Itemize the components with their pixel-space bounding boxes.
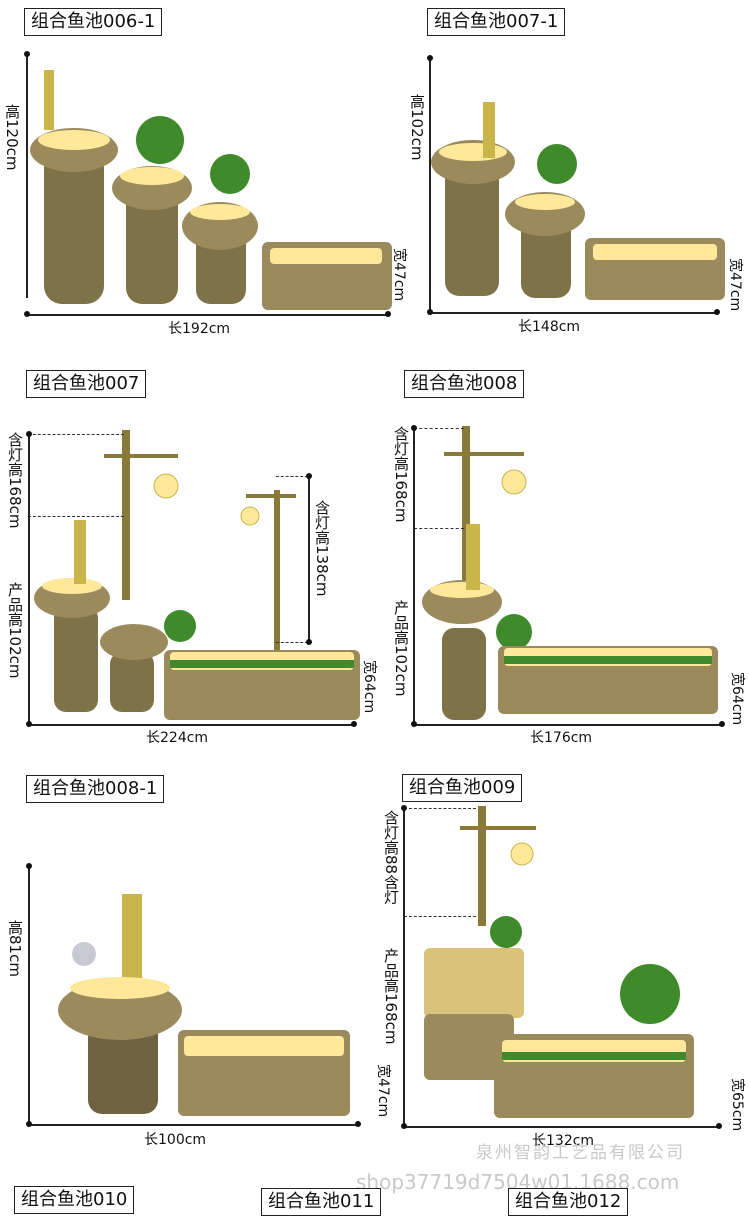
length-line-007-1 [429, 312, 717, 314]
length-line-009 [403, 1126, 719, 1128]
height-line-008 [413, 428, 415, 724]
panel-title-007: 组合鱼池007 [26, 370, 147, 398]
height-line-007-lamp2 [308, 476, 310, 642]
dim-dot [26, 721, 32, 727]
height-line-009 [403, 808, 405, 1126]
product-height-label-008: 产品高102cm [392, 600, 410, 697]
dash-line [28, 434, 124, 435]
dash-line [276, 642, 308, 643]
product-image-008 [422, 426, 718, 720]
lamp-height-label-007-2: 含灯高138cm [313, 500, 331, 597]
height-line-007 [28, 434, 30, 726]
lamp-height-label-007: 含灯高168cm [6, 432, 24, 529]
dash-line [404, 916, 476, 917]
length-label-006-1: 长192cm [168, 321, 231, 337]
dim-dot [716, 1123, 722, 1129]
height-label-008-1: 高81cm [6, 920, 24, 977]
dim-dot [26, 431, 32, 437]
length-label-009: 长132cm [532, 1133, 595, 1149]
dim-dot [24, 51, 30, 57]
height-label-007-1: 高102cm [408, 94, 426, 161]
height-line-006-1 [26, 54, 28, 298]
panel-title-008-1: 组合鱼池008-1 [26, 775, 165, 803]
dim-dot [306, 639, 312, 645]
dash-line [276, 476, 308, 477]
height-label-006-1: 高120cm [3, 104, 21, 171]
dim-dot [306, 473, 312, 479]
length-line-008 [413, 724, 723, 726]
width-label-007: 宽64cm [361, 660, 377, 714]
panel-title-008: 组合鱼池008 [404, 370, 525, 398]
lamp-height-label-009: 含灯高88含灯 [382, 810, 400, 905]
length-label-008-1: 长100cm [144, 1132, 207, 1148]
dim-dot [24, 311, 30, 317]
dim-dot [411, 425, 417, 431]
dash-line [414, 528, 464, 529]
width-label-008: 宽64cm [729, 672, 745, 726]
panel-title-010: 组合鱼池010 [14, 1186, 135, 1214]
dim-dot [351, 721, 357, 727]
panel-title-011: 组合鱼池011 [261, 1188, 382, 1216]
dim-dot [26, 863, 32, 869]
product-image-008-1 [58, 894, 350, 1116]
dim-dot [411, 721, 417, 727]
dim-dot [355, 1121, 361, 1127]
product-image-006-1 [30, 70, 392, 310]
product-image-007 [34, 430, 360, 720]
dim-dot [714, 309, 720, 315]
panel-title-012: 组合鱼池012 [508, 1188, 629, 1216]
length-label-008: 长176cm [530, 730, 593, 746]
dim-dot [401, 1123, 407, 1129]
width-label-006-1: 宽47cm [391, 248, 407, 302]
length-line-007 [28, 724, 354, 726]
dash-line [28, 516, 124, 517]
length-label-007-1: 长148cm [518, 319, 581, 335]
dash-line [404, 808, 476, 809]
dim-dot [385, 311, 391, 317]
height-line-008-1 [28, 866, 30, 1122]
product-height-label-009: 产品高168cm [382, 948, 400, 1045]
width-label-009: 宽65cm [729, 1078, 745, 1132]
product-height-label-007: 产品高102cm [6, 582, 24, 679]
width-label-008-1: 宽47cm [375, 1064, 391, 1118]
dim-dot [401, 805, 407, 811]
dim-dot [26, 1121, 32, 1127]
dash-line [414, 428, 464, 429]
dim-dot [427, 55, 433, 61]
product-image-009 [424, 806, 694, 1118]
length-line-008-1 [28, 1124, 358, 1126]
length-label-007: 长224cm [146, 730, 209, 746]
panel-title-009: 组合鱼池009 [402, 774, 523, 802]
lamp-height-label-008: 含灯高168cm [392, 426, 410, 523]
panel-title-007-1: 组合鱼池007-1 [427, 8, 566, 36]
height-line-007-1 [429, 58, 431, 310]
dim-dot [719, 721, 725, 727]
panel-title-006-1: 组合鱼池006-1 [24, 8, 163, 36]
dim-dot [427, 309, 433, 315]
product-image-007-1 [431, 102, 725, 300]
length-line-006-1 [26, 314, 388, 316]
watermark-company: 泉州智韵工艺品有限公司 [476, 1143, 685, 1163]
width-label-007-1: 宽47cm [727, 258, 743, 312]
